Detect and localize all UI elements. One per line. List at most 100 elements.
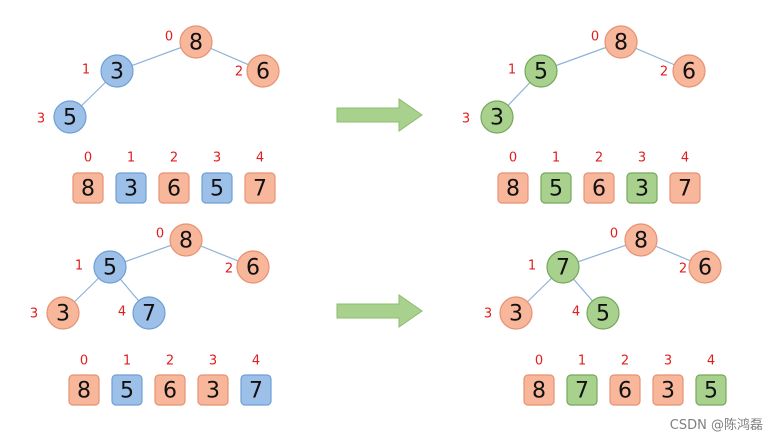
tree-node-value: 3: [56, 302, 70, 327]
array-cell-value: 7: [249, 379, 263, 404]
array-index: 2: [621, 354, 629, 369]
array-cell-value: 3: [124, 177, 138, 202]
array-cell: [695, 374, 727, 406]
array-cell: [240, 374, 272, 406]
tree-node-value: 3: [110, 60, 124, 85]
array-cell: [566, 374, 598, 406]
tree-node-index: 0: [610, 227, 618, 242]
array-index: 4: [681, 151, 689, 166]
arrows-layer: [336, 98, 423, 328]
array-index: 1: [127, 151, 135, 166]
tree-node-value: 5: [596, 302, 610, 327]
tree-node: [53, 100, 87, 134]
array-index: 3: [664, 354, 672, 369]
array-index: 4: [256, 151, 264, 166]
tree-node-index: 1: [75, 259, 83, 274]
array-index: 0: [509, 151, 517, 166]
tree-node-value: 8: [179, 229, 193, 254]
tree-node-index: 2: [235, 65, 243, 80]
tree-node: [93, 250, 127, 284]
tree-node-value: 6: [682, 60, 696, 85]
tree-node-value: 6: [698, 256, 712, 281]
array-cell: [626, 172, 658, 204]
tree-node: [480, 100, 514, 134]
watermark: CSDN @陈鸿磊: [669, 418, 763, 433]
array-cell: [201, 172, 233, 204]
tree-node-index: 0: [165, 30, 173, 45]
tree-node-index: 4: [118, 305, 126, 320]
array-cell-value: 8: [506, 177, 520, 202]
array-cell-value: 5: [704, 379, 718, 404]
array-index: 1: [123, 354, 131, 369]
tree-node-value: 6: [256, 60, 270, 85]
array-cell-value: 6: [163, 379, 177, 404]
array-index: 1: [552, 151, 560, 166]
array-cell: [669, 172, 701, 204]
tree-node-index: 1: [508, 63, 516, 78]
array-index: 4: [252, 354, 260, 369]
array-cell-value: 7: [253, 177, 267, 202]
tree-node-index: 0: [156, 227, 164, 242]
tree-node-index: 0: [591, 30, 599, 45]
tree-node: [46, 296, 80, 330]
array-index: 2: [166, 354, 174, 369]
tree-node-index: 1: [82, 63, 90, 78]
array-cell-value: 8: [81, 177, 95, 202]
tree-node-value: 5: [534, 60, 548, 85]
tree-node: [499, 296, 533, 330]
tree-node-index: 2: [225, 262, 233, 277]
array-cell-value: 6: [167, 177, 181, 202]
array-index: 3: [638, 151, 646, 166]
tree-node-value: 7: [142, 302, 156, 327]
array-cell-value: 8: [532, 379, 546, 404]
array-index: 0: [84, 151, 92, 166]
array-cell-value: 8: [77, 379, 91, 404]
tree-node: [236, 250, 270, 284]
array-cell: [197, 374, 229, 406]
tree-node: [624, 223, 658, 257]
array-cell: [115, 172, 147, 204]
array-cell-value: 5: [549, 177, 563, 202]
tree-node-index: 1: [528, 259, 536, 274]
tree-node-value: 6: [246, 256, 260, 281]
tree-node-value: 3: [509, 302, 523, 327]
tree-node-value: 7: [556, 256, 570, 281]
array-index: 1: [578, 354, 586, 369]
tree-node-index: 4: [572, 305, 580, 320]
array-cell-value: 3: [661, 379, 675, 404]
array-cell-value: 7: [575, 379, 589, 404]
transition-arrow-bottom: [336, 294, 423, 328]
array-index: 0: [535, 354, 543, 369]
array-index: 3: [209, 354, 217, 369]
array-cell: [244, 172, 276, 204]
array-cell-value: 5: [210, 177, 224, 202]
tree-node: [246, 54, 280, 88]
array-index: 4: [707, 354, 715, 369]
tree-node: [132, 296, 166, 330]
tree-node-value: 3: [490, 106, 504, 131]
array-cell-value: 5: [120, 379, 134, 404]
array-cell: [72, 172, 104, 204]
tree-node-value: 5: [63, 106, 77, 131]
tree-node: [179, 25, 213, 59]
array-cell: [497, 172, 529, 204]
array-cell: [540, 172, 572, 204]
array-cell-value: 7: [678, 177, 692, 202]
transition-arrow-top: [336, 98, 423, 132]
array-index: 2: [170, 151, 178, 166]
array-cell: [111, 374, 143, 406]
array-cell-value: 6: [592, 177, 606, 202]
tree-node: [604, 25, 638, 59]
tree-node: [586, 296, 620, 330]
array-cell: [583, 172, 615, 204]
tree-node-index: 3: [37, 112, 45, 127]
tree-node-index: 2: [660, 65, 668, 80]
tree-node: [688, 250, 722, 284]
tree-node-index: 3: [462, 112, 470, 127]
